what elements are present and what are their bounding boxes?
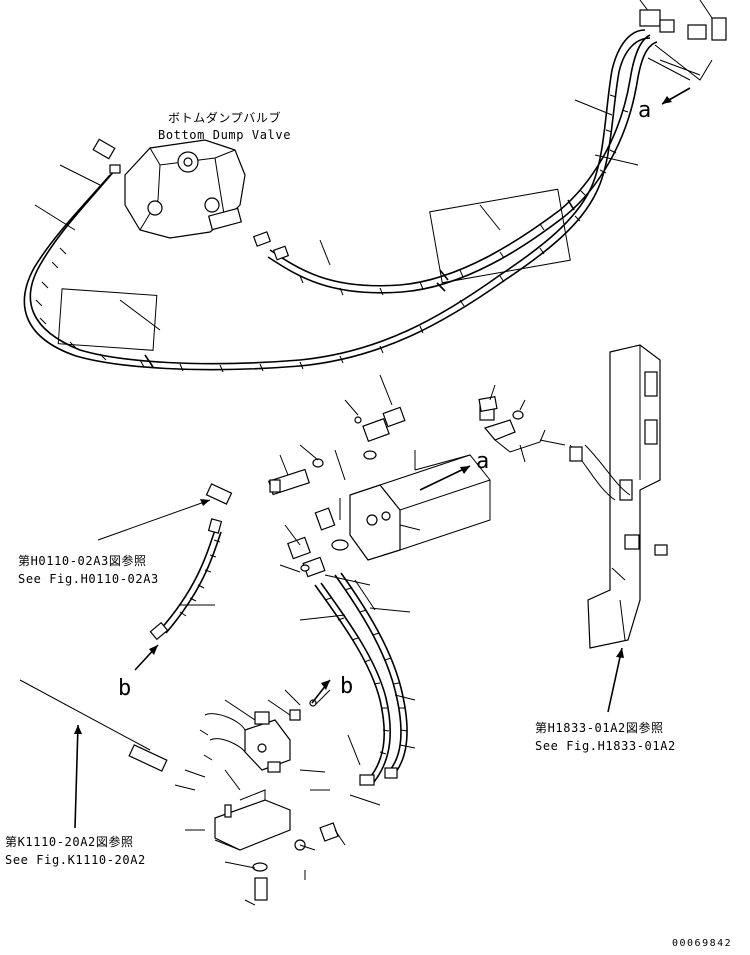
top-hose-assembly [23, 29, 658, 373]
marker-b-left: b [118, 676, 132, 701]
ref-h0110-en: See Fig.H0110-02A3 [18, 572, 159, 586]
ref-h0110-jp: 第H0110-02A3図参照 [18, 554, 147, 568]
top-small-bracket [478, 396, 546, 453]
ref-h1833-jp: 第H1833-01A2図参照 [535, 721, 664, 735]
flow-block-fittings [268, 406, 406, 578]
small-bracket-icon [214, 789, 339, 901]
bracket-frame-icon [569, 344, 668, 649]
ref-h1833-en: See Fig.H1833-01A2 [535, 739, 676, 753]
marker-b-center: b [340, 674, 354, 699]
valve-label-en: Bottom Dump Valve [158, 128, 292, 142]
top-right-fittings [639, 9, 727, 105]
ref-k1110-jp: 第K1110-20A2図参照 [5, 835, 134, 849]
ref-leader-k1110 [74, 724, 79, 829]
marker-a-middle: a [476, 449, 490, 474]
flow-block-icon [349, 454, 491, 561]
valve-label-jp: ボトムダンプバルブ [168, 111, 282, 125]
hose-icon [149, 483, 233, 641]
leader-lines-lower [19, 679, 346, 906]
marker-a-top: a [638, 98, 652, 123]
arrow-a-middle [419, 465, 471, 491]
center-hoses [314, 572, 408, 786]
ref-k1110-en: See Fig.K1110-20A2 [5, 853, 146, 867]
valve-block-icon [199, 699, 317, 773]
leader-lines-hoses [347, 694, 416, 806]
leader-lines-middle [279, 374, 471, 621]
leader-lines-right [489, 384, 566, 463]
ref-leader-h0110 [97, 499, 211, 541]
ref-leader-h1833 [607, 647, 623, 713]
drawing-number: 00069842 [672, 938, 733, 949]
bottom-dump-valve-icon [92, 138, 290, 261]
bolt-icon [128, 401, 495, 772]
